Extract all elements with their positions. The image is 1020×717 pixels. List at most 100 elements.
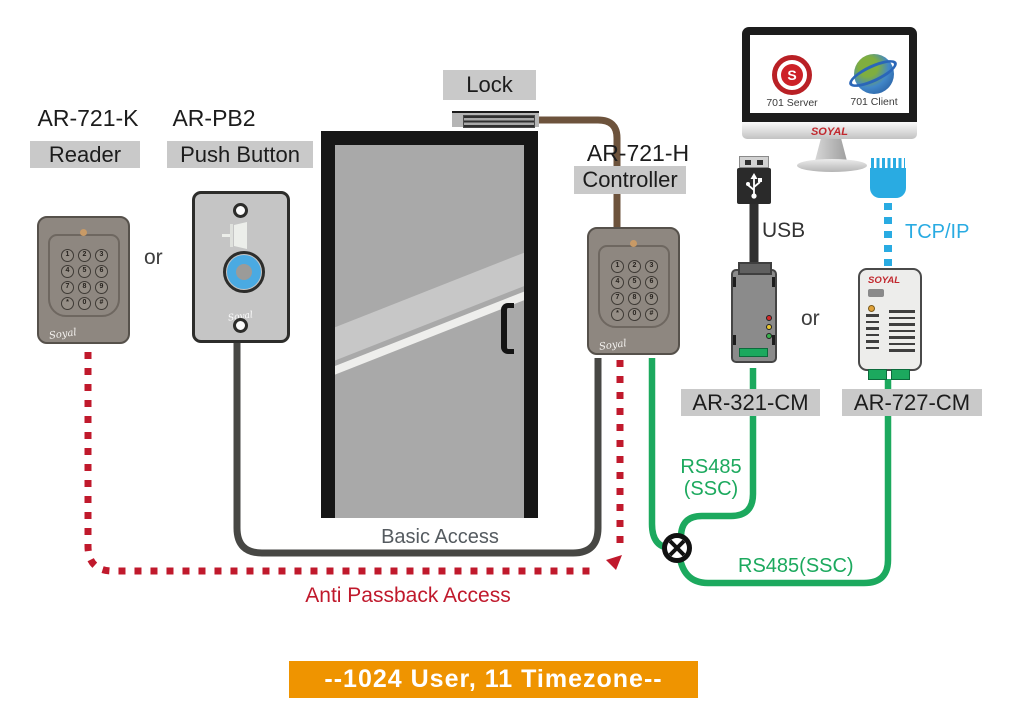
keypad-key: 0	[78, 297, 91, 310]
controller-brand-logo: Soyal	[598, 338, 628, 353]
app-701-server: S 701 Server	[756, 55, 828, 109]
keypad-key: *	[611, 308, 624, 321]
ethernet-plug-pins	[871, 158, 905, 168]
basic-access-wire	[233, 340, 602, 557]
ar-727-cm-terminal	[891, 369, 910, 380]
door-handle	[501, 303, 514, 354]
keypad-key: 9	[645, 292, 658, 305]
app-701-client: 701 Client	[838, 54, 910, 108]
keypad-key: 8	[78, 281, 91, 294]
701-server-icon: S	[772, 55, 812, 95]
keypad-key: *	[61, 297, 74, 310]
screw-icon	[233, 318, 248, 333]
anti-passback-wire	[84, 352, 598, 575]
ethernet-plug-body	[870, 168, 906, 198]
screw-icon	[233, 203, 248, 218]
usb-label: USB	[762, 219, 806, 242]
door-exit-icon	[222, 222, 247, 249]
keypad-key: 2	[628, 260, 641, 273]
ethernet-plug-icon	[870, 158, 906, 198]
usb-plug-icon	[737, 156, 771, 204]
keypad-key: 5	[78, 265, 91, 278]
monitor-stand	[815, 139, 847, 161]
ar-321-cm-device	[731, 262, 777, 363]
ar-727-cm-brand: SOYAL	[868, 275, 901, 286]
banner: --1024 User, 11 Timezone--	[289, 661, 698, 698]
keypad-key: 5	[628, 276, 641, 289]
ar-727-cm-led	[868, 305, 875, 312]
keypad-key: 2	[78, 249, 91, 262]
usb-trident-icon	[746, 172, 762, 199]
ar-727-cm-vents-left	[866, 314, 879, 353]
keypad-key: 6	[645, 276, 658, 289]
door-panel	[335, 145, 524, 518]
keypad-key: 7	[61, 281, 74, 294]
exit-button	[223, 251, 265, 293]
ar-727-cm-terminal	[868, 369, 887, 380]
ar-727-cm-button	[868, 289, 884, 297]
ar-727-cm-device: SOYAL	[858, 268, 922, 380]
ar-727-cm-vents-right	[889, 310, 915, 356]
keypad-key: 9	[95, 281, 108, 294]
rs485-wire-controller	[648, 358, 673, 552]
reader-brand-logo: Soyal	[48, 327, 78, 342]
monitor-screen: S 701 Server 701 Client	[750, 35, 909, 113]
reader-model-label: AR-721-K	[37, 105, 139, 131]
server-logo-letter: S	[781, 64, 803, 86]
keypad-key: 0	[628, 308, 641, 321]
keypad-key: 6	[95, 265, 108, 278]
keypad-key: 1	[611, 260, 624, 273]
reader-label: Reader	[30, 141, 140, 168]
701-client-label: 701 Client	[850, 96, 898, 108]
ar-727-cm-label: AR-727-CM	[842, 389, 982, 416]
usb-plug-body	[737, 168, 771, 204]
keypad-key: 8	[628, 292, 641, 305]
push-button-label: Push Button	[167, 141, 313, 168]
ar-321-cm-leds	[766, 315, 772, 339]
anti-passback-arrowhead	[606, 555, 622, 570]
ar-321-cm-label: AR-321-CM	[681, 389, 820, 416]
tcpip-label: TCP/IP	[905, 221, 970, 243]
lock-device	[452, 111, 539, 128]
keypad-key: 1	[61, 249, 74, 262]
keypad-key: #	[95, 297, 108, 310]
or-text-converters: or	[801, 307, 820, 330]
controller-label: Controller	[574, 166, 686, 194]
monitor-frame: S 701 Server 701 Client	[742, 27, 917, 122]
keypad-key: 7	[611, 292, 624, 305]
ar-321-cm-terminal	[739, 348, 768, 357]
lock-label: Lock	[443, 70, 536, 100]
controller-model-label: AR-721-H	[586, 140, 690, 166]
lock-grill	[463, 115, 535, 128]
controller-led	[630, 240, 637, 247]
rs485-wire-ar321	[677, 368, 757, 544]
or-text-reader-pushbutton: or	[144, 246, 163, 269]
usb-plug-tip	[739, 156, 769, 168]
ar-321-cm-cap	[738, 262, 772, 275]
keypad-key: 3	[645, 260, 658, 273]
keypad-key: #	[645, 308, 658, 321]
computer-monitor: S 701 Server 701 Client SOYAL	[742, 27, 917, 177]
push-button-model-label: AR-PB2	[172, 105, 256, 131]
exit-button-core	[236, 264, 252, 280]
rs485-line1: RS485	[680, 456, 742, 478]
monitor-bezel: SOYAL	[742, 122, 917, 139]
keypad-key: 4	[61, 265, 74, 278]
junction-x	[668, 539, 686, 557]
rs485-line2: (SSC)	[683, 478, 739, 500]
rs485-wire-ar727	[675, 379, 892, 587]
keypad-key: 3	[95, 249, 108, 262]
anti-passback-label: Anti Passback Access	[305, 584, 511, 607]
door	[321, 131, 538, 518]
rs485-ssc-inline-label: RS485(SSC)	[738, 555, 854, 577]
lock-wire	[539, 116, 621, 228]
rs485-ssc-label: RS485 (SSC)	[672, 456, 750, 500]
globe-orbit-ring	[845, 54, 901, 93]
701-server-label: 701 Server	[766, 97, 818, 109]
basic-access-label: Basic Access	[381, 526, 499, 548]
reader-led	[80, 229, 87, 236]
